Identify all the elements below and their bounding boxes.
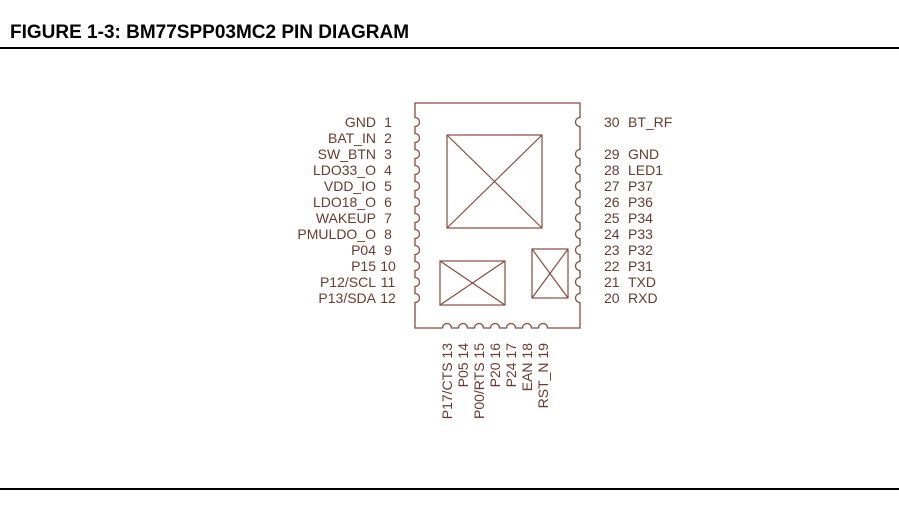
- pin-name-27: P37: [628, 178, 653, 194]
- pin-name-20: RXD: [628, 290, 658, 306]
- pin-label-18: EAN 18: [519, 343, 535, 391]
- module-outline: [414, 102, 581, 329]
- pin-name-6: LDO18_O: [313, 194, 376, 210]
- pin-name-30: BT_RF: [628, 114, 672, 130]
- pin-label-17: P24 17: [503, 343, 519, 388]
- pin-label-15: P00/RTS 15: [471, 343, 487, 419]
- pin-number-8: 8: [384, 226, 392, 242]
- pin-number-4: 4: [384, 162, 392, 178]
- pin-label-19: RST_N 19: [535, 343, 551, 409]
- pin-number-26: 26: [604, 194, 620, 210]
- pin-name-9: P04: [351, 242, 376, 258]
- pin-number-30: 30: [604, 114, 620, 130]
- pin-number-12: 12: [380, 290, 396, 306]
- pin-number-11: 11: [381, 274, 396, 290]
- pin-number-23: 23: [604, 242, 620, 258]
- pin-name-22: P31: [628, 258, 653, 274]
- pin-number-24: 24: [604, 226, 620, 242]
- pin-number-22: 22: [604, 258, 620, 274]
- chip-crystal: [439, 260, 506, 306]
- pin-label-14: P05 14: [455, 343, 471, 388]
- figure-title: FIGURE 1-3: BM77SPP03MC2 PIN DIAGRAM: [10, 22, 410, 43]
- pin-number-10: 10: [380, 258, 396, 274]
- pin-name-28: LED1: [628, 162, 663, 178]
- pin-name-24: P33: [628, 226, 653, 242]
- pin-name-7: WAKEUP: [316, 210, 376, 226]
- bottom-rule: [0, 488, 899, 490]
- pin-number-29: 29: [604, 146, 620, 162]
- pin-name-12: P13/SDA: [318, 290, 376, 306]
- pin-number-27: 27: [604, 178, 620, 194]
- pin-number-25: 25: [604, 210, 620, 226]
- pin-name-4: LDO33_O: [313, 162, 376, 178]
- pin-name-21: TXD: [628, 274, 656, 290]
- pin-name-11: P12/SCL: [320, 274, 376, 290]
- pin-number-9: 9: [384, 242, 392, 258]
- pin-number-6: 6: [384, 194, 392, 210]
- pin-number-3: 3: [384, 146, 392, 162]
- pin-number-1: 1: [384, 114, 392, 130]
- pin-name-26: P36: [628, 194, 653, 210]
- pin-name-8: PMULDO_O: [297, 226, 376, 242]
- right-pin-labels: 30 BT_RF 29 GND 28 LED1 27 P37 26 P36 25 P34 24 P33 23…: [604, 114, 672, 306]
- pin-name-10: P15: [351, 258, 376, 274]
- pin-number-28: 28: [604, 162, 620, 178]
- pin-name-25: P34: [628, 210, 653, 226]
- module-body: [414, 102, 581, 329]
- pin-name-3: SW_BTN: [318, 146, 376, 162]
- title-rule: [0, 47, 899, 49]
- module-components: [439, 134, 569, 306]
- pin-name-2: BAT_IN: [328, 130, 376, 146]
- pin-number-20: 20: [604, 290, 620, 306]
- pin-label-13: P17/CTS 13: [439, 343, 455, 419]
- pin-number-21: 21: [604, 274, 620, 290]
- pin-number-7: 7: [384, 210, 392, 226]
- pin-name-1: GND: [345, 114, 376, 130]
- pin-name-29: GND: [628, 146, 659, 162]
- chip-large: [446, 134, 543, 229]
- chip-small: [531, 248, 569, 299]
- pin-number-5: 5: [384, 178, 392, 194]
- pin-name-5: VDD_IO: [324, 178, 376, 194]
- pin-number-2: 2: [384, 130, 392, 146]
- pin-name-23: P32: [628, 242, 653, 258]
- pin-label-16: P20 16: [487, 343, 503, 388]
